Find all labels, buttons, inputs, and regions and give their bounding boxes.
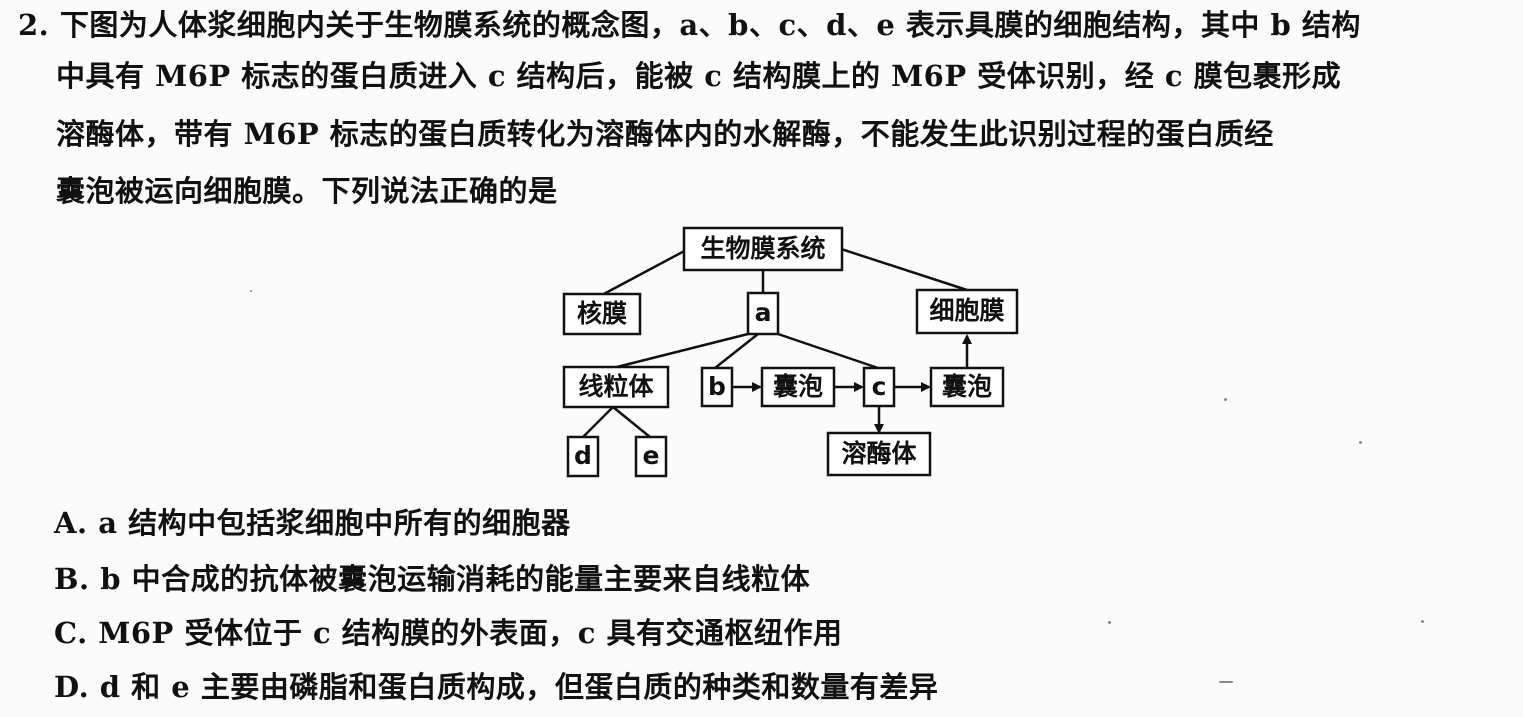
- node-e-label: e: [643, 441, 660, 470]
- node-cell-membrane-label: 细胞膜: [929, 296, 1004, 325]
- question-text-line-2: 中具有 M6P 标志的蛋白质进入 c 结构后，能被 c 结构膜上的 M6P 受体…: [56, 59, 1342, 93]
- option-c: C. M6P 受体位于 c 结构膜的外表面，c 具有交通枢纽作用: [54, 616, 843, 650]
- scan-speck: [1224, 398, 1227, 401]
- node-lysosome-label: 溶酶体: [841, 439, 917, 468]
- line-a-to-b: [714, 333, 759, 369]
- node-nuclear-membrane: 核膜: [562, 292, 642, 336]
- option-b: B. b 中合成的抗体被囊泡运输消耗的能量主要来自线粒体: [54, 562, 811, 596]
- node-b-label: b: [708, 372, 726, 401]
- scan-speck: [1359, 441, 1362, 444]
- scan-speck: [1421, 620, 1424, 623]
- node-a-label: a: [755, 298, 772, 327]
- node-a: a: [746, 291, 780, 336]
- option-a: A. a 结构中包括浆细胞中所有的细胞器: [54, 506, 571, 540]
- option-d: D. d 和 e 主要由磷脂和蛋白质构成，但蛋白质的种类和数量有差异: [54, 670, 939, 704]
- node-d-label: d: [574, 441, 592, 470]
- line-root-to-cell-membrane: [837, 246, 968, 292]
- line-a-to-mitochondria: [612, 332, 749, 370]
- node-mitochondria: 线粒体: [562, 365, 670, 409]
- node-b: b: [700, 366, 734, 408]
- scan-speck: [1219, 681, 1233, 683]
- node-vesicle-1: 囊泡: [760, 366, 836, 408]
- node-d: d: [566, 435, 600, 478]
- node-mitochondria-label: 线粒体: [578, 372, 654, 401]
- node-c-label: c: [872, 372, 887, 401]
- node-vesicle-1-label: 囊泡: [773, 372, 823, 401]
- node-cell-membrane: 细胞膜: [915, 288, 1019, 335]
- line-mito-to-d: [582, 406, 614, 438]
- node-biomembrane-system-label: 生物膜系统: [700, 234, 825, 263]
- node-e: e: [634, 435, 668, 478]
- question-text-line-4: 囊泡被运向细胞膜。下列说法正确的是: [56, 174, 558, 208]
- scan-speck: [1108, 621, 1111, 624]
- node-biomembrane-system: 生物膜系统: [682, 226, 844, 272]
- line-a-to-c: [777, 332, 879, 370]
- node-nuclear-membrane-label: 核膜: [577, 299, 627, 328]
- node-lysosome: 溶酶体: [826, 431, 932, 477]
- line-mito-to-e: [612, 406, 651, 438]
- question-text-line-1: 2. 下图为人体浆细胞内关于生物膜系统的概念图，a、b、c、d、e 表示具膜的细…: [18, 8, 1361, 42]
- line-root-to-nuclear: [599, 246, 691, 298]
- scan-speck: [250, 290, 252, 292]
- node-vesicle-2-label: 囊泡: [942, 372, 992, 401]
- node-c: c: [862, 366, 896, 408]
- question-text-line-3: 溶酶体，带有 M6P 标志的蛋白质转化为溶酶体内的水解酶，不能发生此识别过程的蛋…: [56, 117, 1274, 151]
- node-vesicle-2: 囊泡: [929, 366, 1005, 408]
